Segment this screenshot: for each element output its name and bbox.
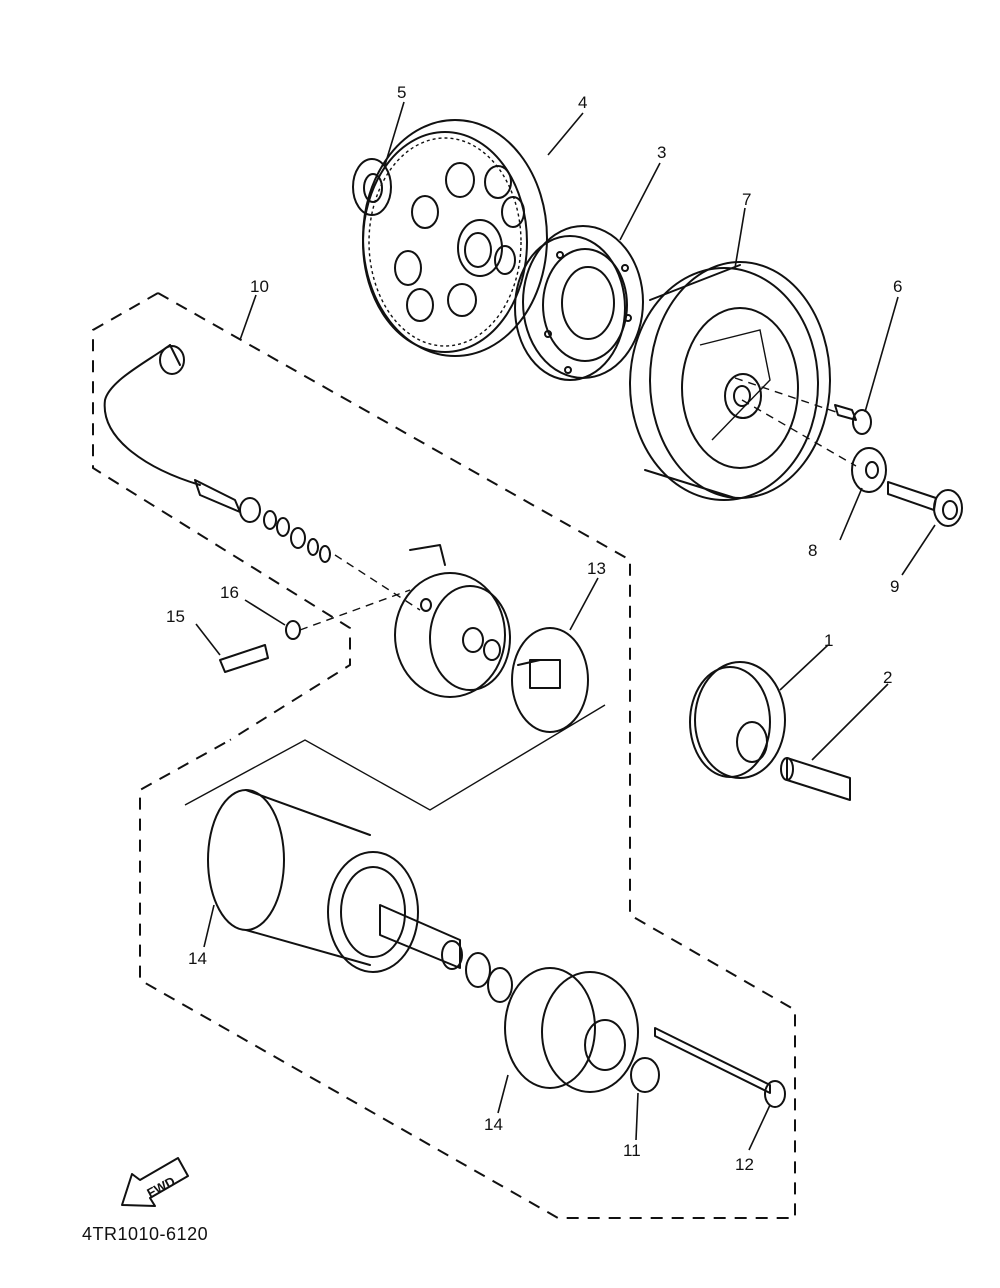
starter-rear-cover <box>504 967 639 1093</box>
callout-8: 8 <box>808 541 817 560</box>
idler-shaft <box>780 757 851 801</box>
callout-9: 9 <box>890 577 899 596</box>
leader-lines <box>195 101 936 1151</box>
callout-13: 13 <box>587 559 606 578</box>
armature-boundary <box>184 704 606 811</box>
callout-14-lower: 14 <box>484 1115 503 1134</box>
callout-2: 2 <box>883 668 892 687</box>
callout-6: 6 <box>893 277 902 296</box>
idler-gear <box>689 661 786 779</box>
washer-5 <box>352 158 392 216</box>
callout-7: 7 <box>742 190 751 209</box>
callout-11: 11 <box>623 1141 641 1160</box>
starter-armature <box>207 789 463 973</box>
o-ring-11 <box>630 1057 660 1093</box>
callout-12: 12 <box>735 1155 754 1174</box>
starter-cable <box>103 344 331 563</box>
callout-15: 15 <box>166 607 185 626</box>
fwd-arrow-icon: FWD <box>121 1157 189 1207</box>
callout-3: 3 <box>657 143 666 162</box>
brush-holder <box>511 627 589 733</box>
through-bolt <box>654 1027 786 1108</box>
callout-4: 4 <box>578 93 587 112</box>
rotor-bolt <box>834 404 872 435</box>
callout-1: 1 <box>824 631 833 650</box>
one-way-clutch <box>514 225 644 381</box>
fwd-label: FWD <box>144 1173 177 1200</box>
o-ring-16 <box>285 620 301 640</box>
callout-14-upper: 14 <box>188 949 207 968</box>
generator-rotor <box>629 261 831 501</box>
callout-10: 10 <box>250 277 269 296</box>
seal-rings <box>465 952 513 1003</box>
flange-bolt <box>887 481 963 527</box>
washer-8 <box>851 447 887 493</box>
callout-5: 5 <box>397 83 406 102</box>
diagram-code: 4TR1010-6120 <box>82 1224 208 1244</box>
callout-16: 16 <box>220 583 239 602</box>
starter-wheel-gear <box>362 119 548 357</box>
starter-bolt <box>219 644 269 673</box>
starter-front-cover <box>394 544 511 698</box>
assembly-boundary-upper <box>92 292 796 1219</box>
